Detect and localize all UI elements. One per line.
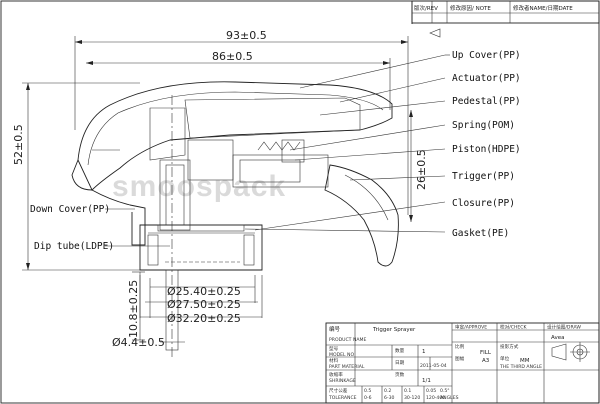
label-pedestal: Pedestal(PP) (452, 96, 521, 107)
tb-approve: 审定/APPROVE (455, 324, 487, 331)
label-gasket: Gasket(PE) (452, 228, 509, 239)
dim-neck: Ø25.40±0.25 Ø27.50±0.25 Ø32.20±0.25 (139, 275, 263, 325)
inner-width-label: 86±0.5 (212, 50, 253, 63)
dim-neck-height: 10.8±0.25 (127, 271, 145, 341)
tb-tolerance-label: 尺寸公差 (329, 387, 348, 394)
tb-check: 校对/CHECK (500, 324, 528, 331)
watermark: smoospack (112, 170, 286, 203)
tb-unit-label: 单位 (500, 355, 510, 362)
tb-material-label: 材料 (329, 357, 339, 364)
tb-tol-head-1: 0-6 (364, 395, 372, 401)
tb-tol-value-3: 0.1 (404, 388, 411, 394)
tb-tol-value-2: 0.2 (384, 388, 391, 394)
tb-projection-label: 投影方式 (500, 343, 519, 350)
tb-tol-head-2: 6-30 (384, 395, 395, 401)
tb-size-label: 图幅 (455, 355, 465, 362)
tb-model-label: 型号 (329, 345, 339, 352)
dim-inner-width: 86±0.5 (86, 50, 391, 110)
tb-drawer: Avea (551, 335, 564, 341)
neck-d2-label: Ø27.50±0.25 (167, 298, 241, 311)
dip-tube-d-label: Ø4.4±0.5 (112, 336, 165, 349)
tb-tol-value-5: 0.5° (440, 388, 450, 394)
actuator-section (184, 97, 361, 139)
tb-tol-value-4: 0.05 (426, 388, 436, 394)
tb-scale: FILL (480, 350, 492, 356)
tb-model-no: MODEL NO (329, 352, 354, 358)
tb-shrink-label: 收缩率 (329, 371, 343, 378)
label-trigger: Trigger(PP) (452, 171, 515, 182)
neck-d1-label: Ø25.40±0.25 (167, 285, 241, 298)
name-date-header: 修改者NAME/日期DATE (513, 4, 573, 12)
up-cover-shape (77, 81, 393, 191)
tb-name-label: 编号 (329, 325, 341, 333)
tb-date-label: 日期 (395, 360, 405, 366)
tb-qty-label: 数量 (395, 347, 405, 354)
tb-size-value: A3 (482, 358, 490, 364)
tb-qty-value: 1 (422, 349, 426, 355)
label-dip-tube: Dip tube(LDPE) (34, 241, 114, 252)
piston-shape (281, 139, 305, 163)
sprayer-section (71, 81, 399, 360)
dim-dip-tube: Ø4.4±0.5 (112, 336, 185, 349)
tb-part-material: PART MATERIAL (329, 364, 365, 370)
tb-sheet-label: 页数 (395, 371, 405, 378)
leader-lines (105, 54, 450, 247)
tb-tol-head-5: ANGLES (440, 395, 459, 401)
dim-right-height: 26±0.5 (409, 110, 428, 222)
dim-height: 52±0.5 (12, 82, 150, 271)
title-block: 编号 PRODUCT NAME Trigger Sprayer 审定/APPRO… (325, 322, 600, 404)
height-label: 52±0.5 (12, 124, 25, 165)
closure-shape (139, 224, 263, 271)
tb-tol-head-3: 30-120 (404, 395, 420, 401)
tb-scale-label: 比例 (455, 343, 465, 350)
tb-tol-head-4: 120-400 (426, 395, 445, 401)
label-actuator: Actuator(PP) (452, 73, 521, 84)
tb-tolerance: TOLERANCE (328, 395, 357, 401)
neck-d3-label: Ø32.20±0.25 (167, 312, 241, 325)
rev-header: 版次/REV (414, 4, 438, 12)
gasket-shape (157, 224, 245, 232)
right-height-label: 26±0.5 (415, 149, 428, 190)
tb-shrink: SHRINKAGE (329, 378, 356, 384)
revision-block: 版次/REV 修改原因/ NOTE 修改者NAME/日期DATE (411, 0, 600, 24)
tb-unit-value: MM (520, 358, 530, 364)
label-piston: Piston(HDPE) (452, 144, 521, 155)
spring-shape (257, 141, 301, 151)
label-spring: Spring(POM) (452, 120, 515, 131)
projection-symbol (429, 28, 441, 38)
tb-draw: 设计绘图/DRAW (547, 324, 581, 331)
tb-product-name: Trigger Sprayer (372, 327, 416, 333)
note-header: 修改原因/ NOTE (450, 4, 491, 12)
label-down-cover: Down Cover(PP) (30, 204, 110, 215)
label-up-cover: Up Cover(PP) (452, 50, 521, 61)
label-closure: Closure(PP) (452, 198, 515, 209)
third-angle-symbol (551, 342, 590, 362)
tb-project-name: PRODUCT NAME (329, 337, 366, 343)
tb-date-value: 2011-05-04 (420, 363, 447, 369)
neck-height-label: 10.8±0.25 (127, 280, 140, 338)
tb-sheet: 1/1 (422, 378, 431, 384)
tb-projection: THE THIRD ANGLE (499, 364, 542, 370)
tb-tol-value-1: 0.5 (364, 388, 371, 394)
down-cover-shape (91, 189, 146, 246)
trigger-shape (324, 164, 399, 267)
overall-width-label: 93±0.5 (226, 29, 267, 42)
